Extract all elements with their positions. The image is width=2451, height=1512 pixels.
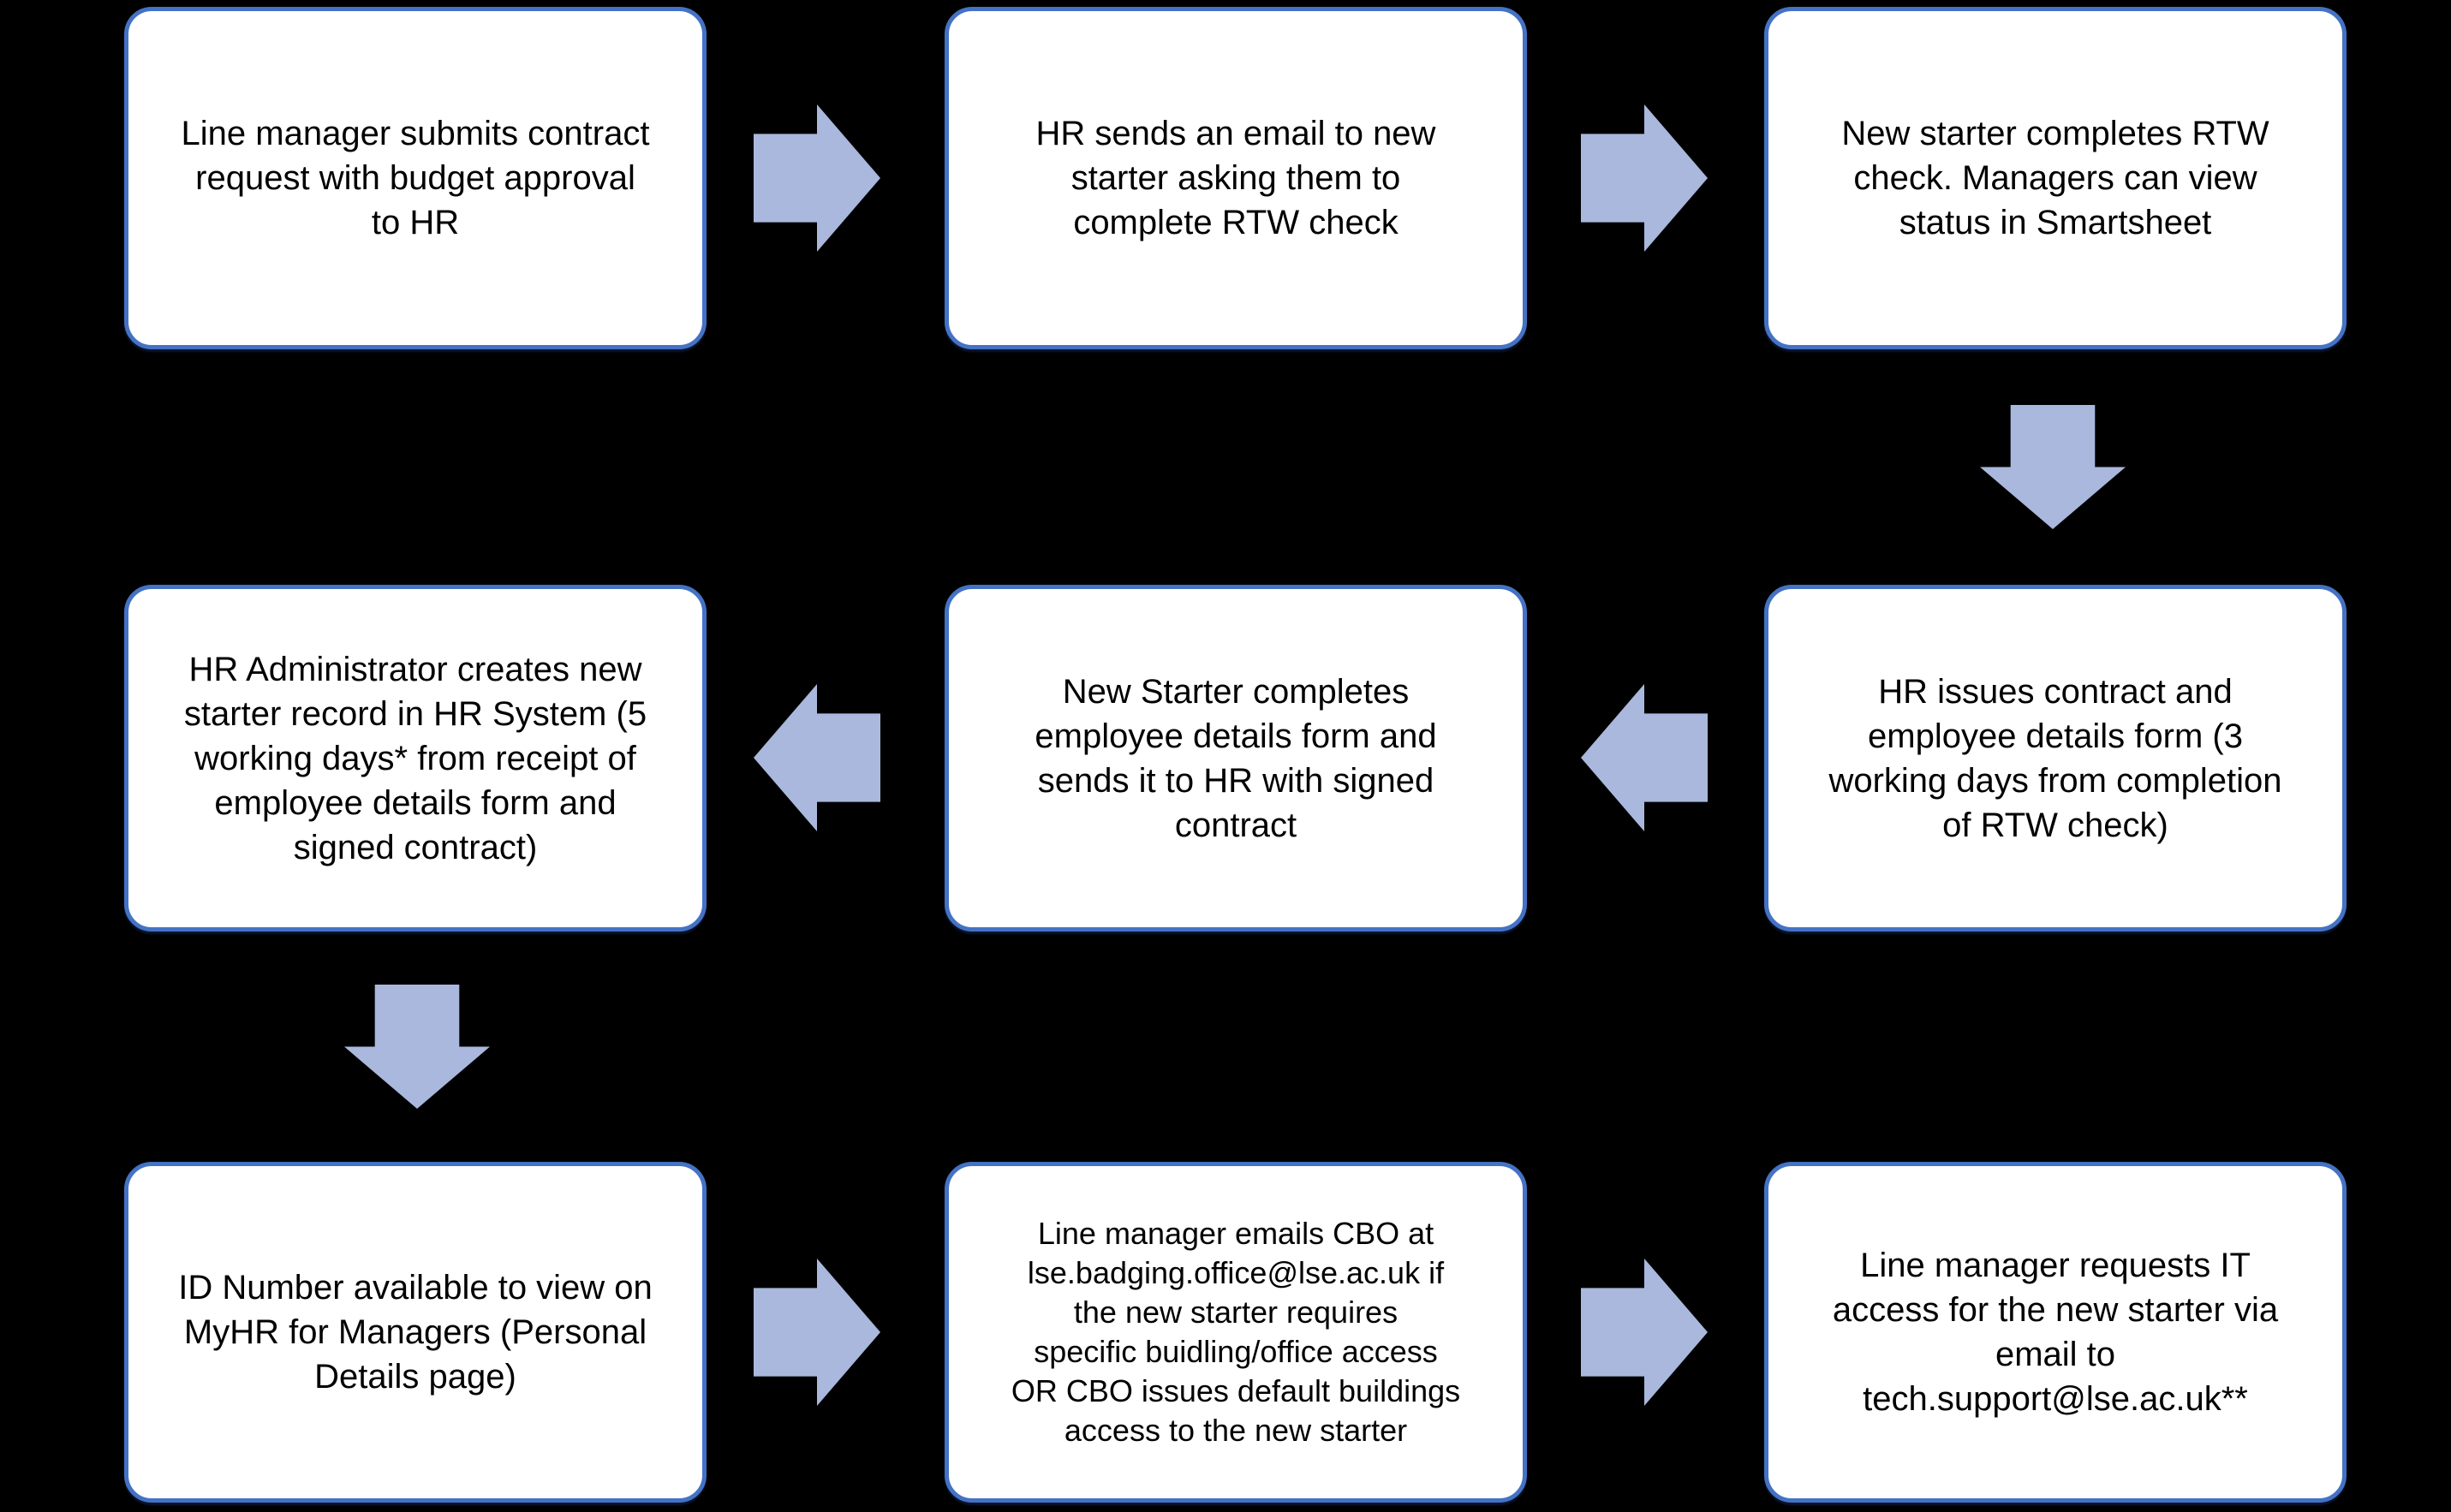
- flow-step-1-text: Line manager submits contract request wi…: [181, 115, 650, 241]
- flow-step-9-text: Line manager requests IT access for the …: [1832, 1247, 2279, 1418]
- arrow-right-icon: [754, 104, 880, 252]
- flow-step-2-text: HR sends an email to new starter asking …: [1035, 115, 1436, 241]
- flow-step-8: Line manager emails CBO at lse.badging.o…: [945, 1162, 1527, 1503]
- flow-step-9: Line manager requests IT access for the …: [1764, 1162, 2347, 1503]
- flow-step-7-text: ID Number available to view on MyHR for …: [178, 1269, 653, 1396]
- flow-step-8-text: Line manager emails CBO at lse.badging.o…: [1011, 1215, 1461, 1449]
- flow-step-6: HR Administrator creates new starter rec…: [124, 585, 707, 932]
- arrow-left-icon: [1581, 684, 1708, 831]
- flow-step-1: Line manager submits contract request wi…: [124, 7, 707, 349]
- flow-step-6-text: HR Administrator creates new starter rec…: [183, 650, 647, 866]
- arrow-right-icon: [1581, 104, 1708, 252]
- flow-step-2: HR sends an email to new starter asking …: [945, 7, 1527, 349]
- flow-step-3-text: New starter completes RTW check. Manager…: [1841, 115, 2269, 241]
- flow-step-3: New starter completes RTW check. Manager…: [1764, 7, 2347, 349]
- arrow-right-icon: [1581, 1259, 1708, 1406]
- flow-step-4-text: HR issues contract and employee details …: [1828, 672, 2282, 844]
- flow-step-5-text: New Starter completes employee details f…: [1035, 672, 1437, 844]
- flow-step-4: HR issues contract and employee details …: [1764, 585, 2347, 932]
- arrow-down-icon: [1980, 405, 2126, 529]
- flow-step-7: ID Number available to view on MyHR for …: [124, 1162, 707, 1503]
- arrow-right-icon: [754, 1259, 880, 1406]
- arrow-left-icon: [754, 684, 880, 831]
- flow-step-5: New Starter completes employee details f…: [945, 585, 1527, 932]
- arrow-down-icon: [344, 985, 490, 1109]
